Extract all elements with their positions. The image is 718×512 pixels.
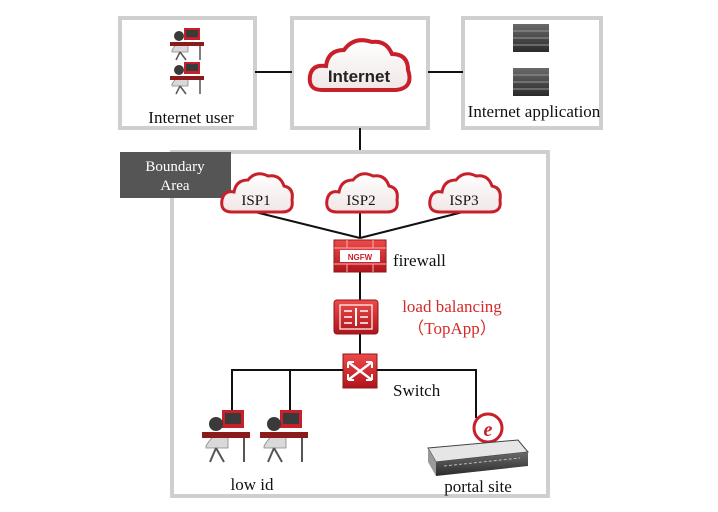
link-switch-user1: [231, 369, 343, 412]
portal-badge: e: [484, 419, 493, 441]
internet-user-label: Internet user: [148, 108, 234, 127]
boundary-area-tag: [120, 152, 231, 198]
link-isp3-firewall: [359, 211, 464, 239]
boundary-title-line1: Boundary: [145, 159, 205, 175]
firewall-badge: NGFW: [348, 253, 373, 262]
load-balancing-sublabel: （TopApp）: [407, 319, 496, 338]
low-id-label: low id: [231, 475, 274, 494]
portal-server-icon: [427, 412, 529, 476]
internet-cloud-label: Internet: [328, 67, 391, 86]
isp1-label: ISP1: [241, 193, 270, 209]
firewall-label: firewall: [393, 251, 446, 270]
internet-user-icon: [170, 28, 204, 95]
portal-site-label: portal site: [444, 477, 512, 496]
firewall-icon: [333, 239, 387, 273]
isp1-cloud-icon: [220, 172, 294, 214]
isp3-cloud-icon: [428, 172, 502, 214]
isp2-cloud-icon: [325, 172, 399, 214]
low-id-users-icon: [202, 410, 308, 463]
isp3-label: ISP3: [449, 193, 478, 209]
internet-cloud-icon: [307, 38, 412, 92]
switch-icon: [342, 353, 378, 389]
link-switch-portal: [377, 369, 477, 418]
load-balancer-icon: [333, 299, 379, 335]
load-balancing-label: load balancing: [402, 297, 502, 316]
isp2-label: ISP2: [346, 193, 375, 209]
boundary-title-line2: Area: [160, 178, 189, 194]
link-isp1-firewall: [254, 211, 361, 239]
server-rack-icon: [513, 24, 549, 96]
internet-application-label: Internet application: [468, 102, 601, 121]
switch-label: Switch: [393, 381, 441, 400]
